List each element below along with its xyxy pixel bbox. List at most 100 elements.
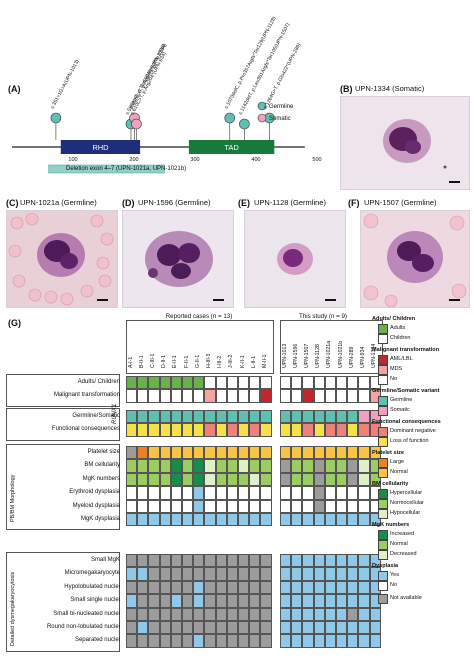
heatmap-cell: [204, 594, 216, 608]
legend-swatch: [378, 571, 388, 581]
heatmap-cell: [159, 446, 171, 460]
heatmap-cell: [204, 580, 216, 595]
heatmap-cell: [148, 472, 160, 487]
heatmap-cell: [358, 410, 370, 424]
heatmap-cell: [238, 472, 250, 487]
row-label: BM cellularity: [84, 462, 120, 469]
legend-swatch: [378, 499, 388, 509]
column-label: E-II-1: [172, 355, 179, 368]
legend-swatch: [378, 375, 388, 385]
heatmap-cell: [226, 486, 238, 500]
legend-item-label: Hypercellular: [390, 490, 423, 496]
heatmap-cell: [302, 446, 314, 460]
heatmap-cell: [358, 459, 370, 473]
heatmap-cell: [148, 594, 160, 608]
heatmap-cell: [204, 499, 216, 513]
heatmap-cell: [313, 607, 325, 621]
heatmap-cell: [226, 594, 238, 608]
cell-image-b: [383, 119, 447, 169]
heatmap-cell: [260, 513, 272, 527]
heatmap-cell: [260, 580, 272, 595]
heatmap-cell: [159, 410, 171, 424]
row-label: Hypolobulated nuclei: [64, 583, 120, 590]
heatmap-cell: [215, 513, 227, 527]
heatmap-cell: [313, 410, 325, 424]
heatmap-cell: [170, 389, 182, 403]
heatmap-cell: [159, 376, 171, 390]
legend-item-label: Increased: [390, 531, 415, 537]
heatmap-cell: [193, 446, 205, 460]
heatmap-cell: [291, 499, 303, 513]
heatmap-cell: [204, 486, 216, 500]
column-label: B-II-1: [138, 355, 145, 368]
panel-label-a: (A): [8, 84, 21, 94]
heatmap-cell: [280, 554, 292, 568]
heatmap-cell: [358, 376, 370, 390]
heatmap-cell: [260, 607, 272, 621]
heatmap-cell: [313, 446, 325, 460]
heatmap-cell: [204, 410, 216, 424]
heatmap-cell: [336, 446, 348, 460]
legend-item-label: Yes: [390, 572, 399, 578]
heatmap-cell: [369, 621, 381, 635]
heatmap-cell: [193, 634, 205, 648]
axis-tick-label: 100: [68, 157, 77, 163]
heatmap-cell: [159, 486, 171, 500]
heatmap-cell: [358, 621, 370, 635]
column-label: UPN-1128: [315, 344, 322, 368]
heatmap-cell: [291, 554, 303, 568]
deletion-label: Deletion exon 4–7 (UPN-1021a, UPN-1021b): [66, 166, 187, 172]
legend-swatch: [378, 427, 388, 437]
heatmap-cell: [193, 410, 205, 424]
heatmap-cell: [336, 389, 348, 403]
heatmap-cell: [148, 499, 160, 513]
heatmap-cell: [249, 376, 261, 390]
legend-swatch: [378, 437, 388, 447]
heatmap-cell: [182, 580, 194, 595]
legend-swatch: [378, 355, 388, 365]
heatmap-cell: [226, 389, 238, 403]
column-label: UPN-1021b: [337, 340, 344, 368]
heatmap-cell: [137, 621, 149, 635]
heatmap-cell: [291, 513, 303, 527]
heatmap-cell: [280, 634, 292, 648]
heatmap-cell: [358, 486, 370, 500]
heatmap-cell: [249, 634, 261, 648]
heatmap-cell: [324, 446, 336, 460]
heatmap-cell: [137, 446, 149, 460]
heatmap-cell: [215, 472, 227, 487]
heatmap-cell: [204, 459, 216, 473]
heatmap-cell: [193, 499, 205, 513]
scale-bar: [449, 299, 460, 301]
heatmap-cell: [313, 423, 325, 437]
legend-swatch: [378, 396, 388, 406]
heatmap-cell: [280, 376, 292, 390]
heatmap-cell: [126, 486, 138, 500]
heatmap-cell: [148, 486, 160, 500]
heatmap-cell: [193, 594, 205, 608]
heatmap-cell: [249, 472, 261, 487]
heatmap-cell: [204, 554, 216, 568]
column-label: UPN-1596: [292, 343, 299, 368]
micrograph-d: [122, 210, 234, 308]
heatmap-cell: [226, 446, 238, 460]
mutation-lollipop: [239, 118, 250, 130]
heatmap-cell: [313, 376, 325, 390]
heatmap-cell: [148, 459, 160, 473]
heatmap-cell: [182, 486, 194, 500]
rhd-domain: [60, 140, 141, 154]
heatmap-cell: [260, 423, 272, 437]
heatmap-cell: [347, 634, 359, 648]
heatmap-cell: [215, 499, 227, 513]
heatmap-cell: [260, 554, 272, 568]
heatmap-cell: [193, 486, 205, 500]
group-label-pbbm: PB/BM Morphology: [10, 475, 16, 523]
legend-swatch: [378, 334, 388, 344]
legend-swatch: [378, 324, 388, 334]
column-label: H-III-3: [206, 353, 212, 368]
heatmap-cell: [226, 459, 238, 473]
axis-tick-label: 400: [251, 157, 260, 163]
legend-item-label: Adults: [390, 325, 406, 331]
legend-item-label: Germline: [390, 397, 413, 403]
heatmap-cell: [170, 621, 182, 635]
